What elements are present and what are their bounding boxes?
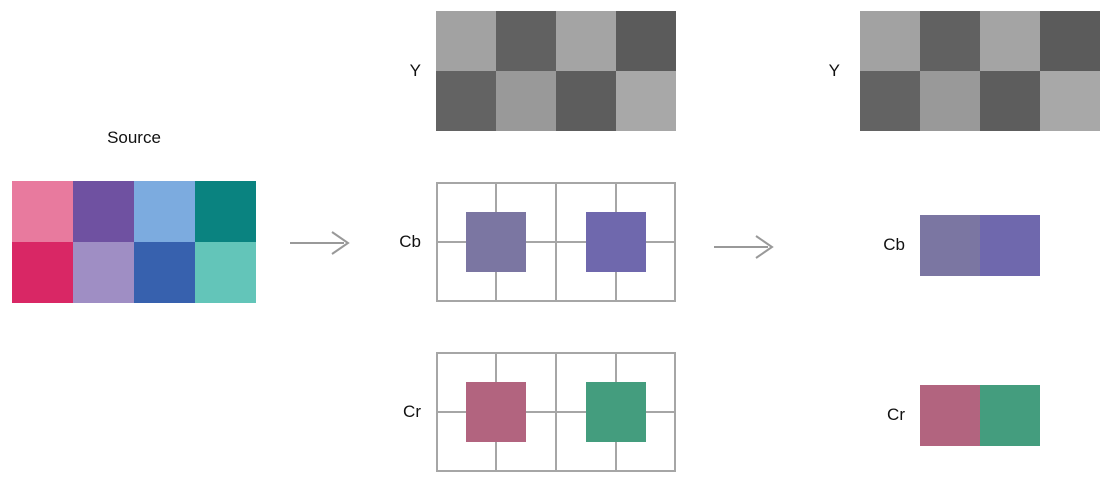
- grid-cell: [436, 11, 496, 71]
- grid-cell: [556, 71, 616, 131]
- cr-plane-grid: [436, 352, 676, 472]
- cb-sample-right: [586, 212, 646, 272]
- cr-plane-label: Cr: [403, 402, 421, 421]
- cb-sample-left: [466, 212, 526, 272]
- grid-cell: [616, 11, 676, 71]
- result-y-label: Y: [828, 61, 840, 80]
- arrow-right-icon: [288, 227, 356, 259]
- result-cb-label: Cb: [883, 235, 905, 254]
- grid-cell: [556, 11, 616, 71]
- grid-cell: [195, 181, 256, 242]
- cr-sample-left: [466, 382, 526, 442]
- grid-cell: [73, 242, 134, 303]
- grid-cell: [496, 71, 556, 131]
- grid-cell: [980, 11, 1040, 71]
- grid-cell: [860, 11, 920, 71]
- result-cb-strip: [920, 215, 1040, 276]
- grid-cell: [496, 11, 556, 71]
- grid-cell: [860, 71, 920, 131]
- grid-cell: [980, 215, 1040, 276]
- grid-cell: [616, 71, 676, 131]
- grid-cell: [12, 181, 73, 242]
- cb-plane-grid: [436, 182, 676, 302]
- result-cr-strip: [920, 385, 1040, 446]
- source-pixel-grid: [12, 181, 256, 303]
- grid-cell: [12, 242, 73, 303]
- y-plane-grid: [436, 11, 676, 131]
- grid-cell: [920, 11, 980, 71]
- arrow-right-icon: [712, 231, 780, 263]
- grid-cell: [920, 215, 980, 276]
- grid-cell: [980, 385, 1040, 446]
- y-plane-label: Y: [409, 61, 421, 80]
- result-cr-label: Cr: [887, 405, 905, 424]
- grid-cell: [73, 181, 134, 242]
- grid-cell: [920, 385, 980, 446]
- grid-cell: [436, 71, 496, 131]
- cb-plane-label: Cb: [399, 232, 421, 251]
- grid-cell: [1040, 71, 1100, 131]
- result-y-grid: [860, 11, 1100, 131]
- grid-cell: [134, 242, 195, 303]
- grid-cell: [195, 242, 256, 303]
- grid-cell: [980, 71, 1040, 131]
- grid-cell: [920, 71, 980, 131]
- grid-cell: [1040, 11, 1100, 71]
- grid-cell: [134, 181, 195, 242]
- source-label: Source: [107, 128, 161, 147]
- cr-sample-right: [586, 382, 646, 442]
